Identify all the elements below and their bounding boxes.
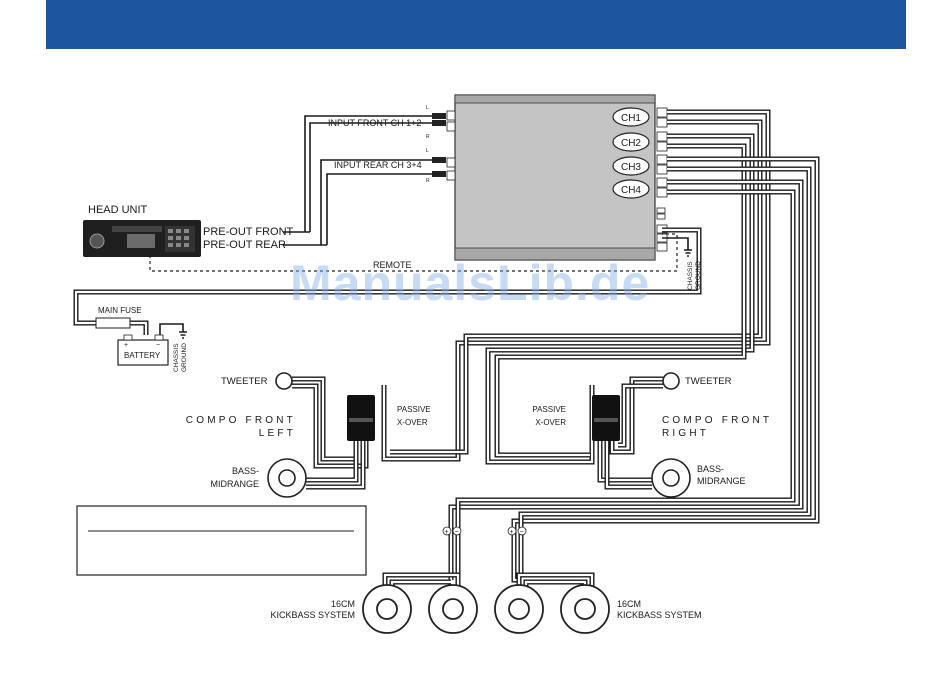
ch1-label: CH1: [621, 113, 641, 124]
header-bar: [46, 0, 906, 49]
pre-out-rear-label: PRE-OUT REAR: [203, 239, 286, 251]
xover-left-passive: PASSIVE: [397, 405, 431, 414]
battery: [117, 334, 169, 366]
rca-cables: [283, 113, 446, 246]
rca-r-rear: R: [426, 178, 430, 184]
kickbass-left-label: KICKBASS SYSTEM: [270, 610, 355, 620]
kb-left-plus: +: [445, 529, 449, 536]
input-rear-label: INPUT REAR CH 3+4: [334, 160, 422, 170]
amplifier: CH1 CH2 CH3 CH4 L R L R: [426, 94, 668, 261]
xover-right: [592, 395, 620, 441]
power-wiring: [73, 227, 702, 339]
kickbass-terminal-markers: [442, 526, 527, 536]
kickbass-right-label: KICKBASS SYSTEM: [617, 610, 702, 620]
kb-left-minus: −: [455, 529, 459, 536]
battery-label: BATTERY: [124, 351, 161, 360]
compo-front-right-side: RIGHT: [662, 428, 709, 439]
tweeter-left: [275, 372, 293, 390]
channel-badge-ch4: CH4: [612, 179, 650, 199]
battery-minus: −: [156, 342, 160, 349]
main-fuse-label: MAIN FUSE: [98, 306, 142, 315]
remote-label: REMOTE: [373, 260, 412, 270]
head-unit: [83, 220, 201, 257]
compo-front-left-title: COMPO FRONT: [186, 415, 296, 426]
kb-right-minus: −: [520, 529, 524, 536]
channel-badge-ch2: CH2: [612, 132, 650, 152]
amp-ground: GROUND: [695, 261, 702, 290]
midrange-right-bass: BASS-: [697, 464, 724, 474]
compo-front-right-title: COMPO FRONT: [662, 415, 772, 426]
main-fuse: [95, 317, 131, 329]
rca-l-front: L: [426, 105, 429, 111]
xover-right-passive: PASSIVE: [532, 405, 566, 414]
pre-out-front-label: PRE-OUT FRONT: [203, 226, 294, 238]
midrange-left-mid: MIDRANGE: [210, 479, 259, 489]
kb-right-plus: +: [510, 529, 514, 536]
note-box: [76, 505, 367, 576]
input-front-label: INPUT FRONT CH 1+2: [328, 118, 421, 128]
battery-chassis: CHASSIS: [173, 343, 180, 372]
rca-l-rear: L: [426, 148, 429, 154]
ch4-label: CH4: [621, 185, 641, 196]
kickbass-drivers: [362, 584, 610, 634]
battery-ground: GROUND: [181, 343, 188, 372]
watermark: ManualsLib.de: [290, 255, 651, 311]
midrange-right: [651, 458, 691, 498]
battery-plus: +: [124, 342, 128, 349]
rca-jacks: [446, 110, 456, 181]
xover-right-xover: X-OVER: [535, 418, 566, 427]
rca-r-front: R: [426, 134, 430, 140]
tweeter-right: [662, 372, 680, 390]
amp-chassis: CHASSIS: [687, 261, 694, 290]
tweeter-right-label: TWEETER: [685, 376, 732, 387]
tweeter-left-label: TWEETER: [221, 376, 268, 387]
midrange-right-mid: MIDRANGE: [697, 476, 746, 486]
kickbass-left-size: 16CM: [331, 599, 355, 609]
channel-badge-ch1: CH1: [612, 107, 650, 127]
xover-left-xover: X-OVER: [397, 418, 428, 427]
ch2-label: CH2: [621, 138, 641, 149]
compo-front-left-side: LEFT: [259, 428, 296, 439]
midrange-left: [267, 458, 307, 498]
ch3-label: CH3: [621, 162, 641, 173]
head-unit-label: HEAD UNIT: [88, 204, 148, 216]
remote-wire: [149, 233, 678, 272]
channel-badge-ch3: CH3: [612, 156, 650, 176]
midrange-left-bass: BASS-: [232, 466, 259, 476]
xover-left: [347, 395, 375, 441]
kickbass-right-size: 16CM: [617, 599, 641, 609]
